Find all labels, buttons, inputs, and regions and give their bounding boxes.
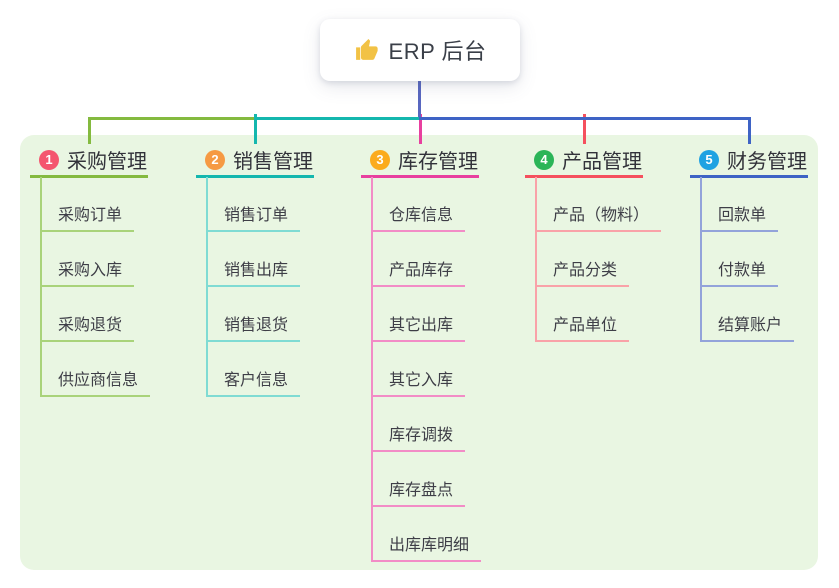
branch-node-label: 财务管理	[727, 151, 807, 173]
root-node-label: ERP 后台	[388, 39, 487, 64]
child-node[interactable]: 供应商信息	[40, 367, 151, 397]
child-connector-line	[40, 177, 42, 397]
branch-number-badge: 4	[534, 149, 554, 170]
panel-background	[20, 135, 818, 570]
child-node[interactable]: 库存调拨	[371, 422, 466, 452]
child-node[interactable]: 结算账户	[700, 312, 795, 342]
branch-node-2[interactable]: 2 销售管理	[196, 144, 314, 178]
branch-number-badge: 5	[699, 149, 719, 170]
child-connector-line	[535, 177, 537, 342]
trunk-segment-middle	[254, 117, 422, 120]
trunk-segment-right	[419, 117, 751, 120]
branch-2-drop-line	[254, 114, 257, 144]
child-node[interactable]: 回款单	[700, 202, 779, 232]
branch-node-4[interactable]: 4 产品管理	[525, 144, 643, 178]
branch-number-badge: 3	[370, 149, 390, 170]
child-node[interactable]: 仓库信息	[371, 202, 466, 232]
branch-node-label: 产品管理	[562, 151, 642, 173]
branch-node-1[interactable]: 1 采购管理	[30, 144, 148, 178]
branch-5-drop-line	[748, 117, 751, 144]
branch-number-badge: 2	[205, 149, 225, 170]
child-node[interactable]: 产品分类	[535, 257, 630, 287]
child-node[interactable]: 产品单位	[535, 312, 630, 342]
root-node[interactable]: ERP 后台	[320, 19, 520, 81]
branch-node-label: 库存管理	[398, 151, 478, 173]
child-connector-line	[206, 177, 208, 397]
child-node[interactable]: 产品库存	[371, 257, 466, 287]
child-node[interactable]: 销售订单	[206, 202, 301, 232]
branch-4-drop-line	[583, 114, 586, 144]
trunk-segment-left	[88, 117, 257, 120]
child-node[interactable]: 客户信息	[206, 367, 301, 397]
child-connector-line	[700, 177, 702, 342]
thumbs-up-icon	[354, 38, 379, 63]
branch-1-drop-line	[88, 117, 91, 144]
branch-3-drop-line	[419, 114, 422, 144]
child-node[interactable]: 库存盘点	[371, 477, 466, 507]
branch-node-3[interactable]: 3 库存管理	[361, 144, 479, 178]
branch-node-label: 采购管理	[67, 151, 147, 173]
child-node[interactable]: 产品（物料）	[535, 202, 662, 232]
branch-number-badge: 1	[39, 149, 59, 170]
branch-node-label: 销售管理	[233, 151, 313, 173]
child-node[interactable]: 其它出库	[371, 312, 466, 342]
child-node[interactable]: 销售出库	[206, 257, 301, 287]
child-node[interactable]: 采购订单	[40, 202, 135, 232]
child-node[interactable]: 付款单	[700, 257, 779, 287]
child-node[interactable]: 出库库明细	[371, 532, 482, 562]
root-connector-line	[418, 80, 421, 120]
child-node[interactable]: 销售退货	[206, 312, 301, 342]
child-connector-line	[371, 177, 373, 562]
child-node[interactable]: 其它入库	[371, 367, 466, 397]
branch-node-5[interactable]: 5 财务管理	[690, 144, 808, 178]
child-node[interactable]: 采购退货	[40, 312, 135, 342]
child-node[interactable]: 采购入库	[40, 257, 135, 287]
